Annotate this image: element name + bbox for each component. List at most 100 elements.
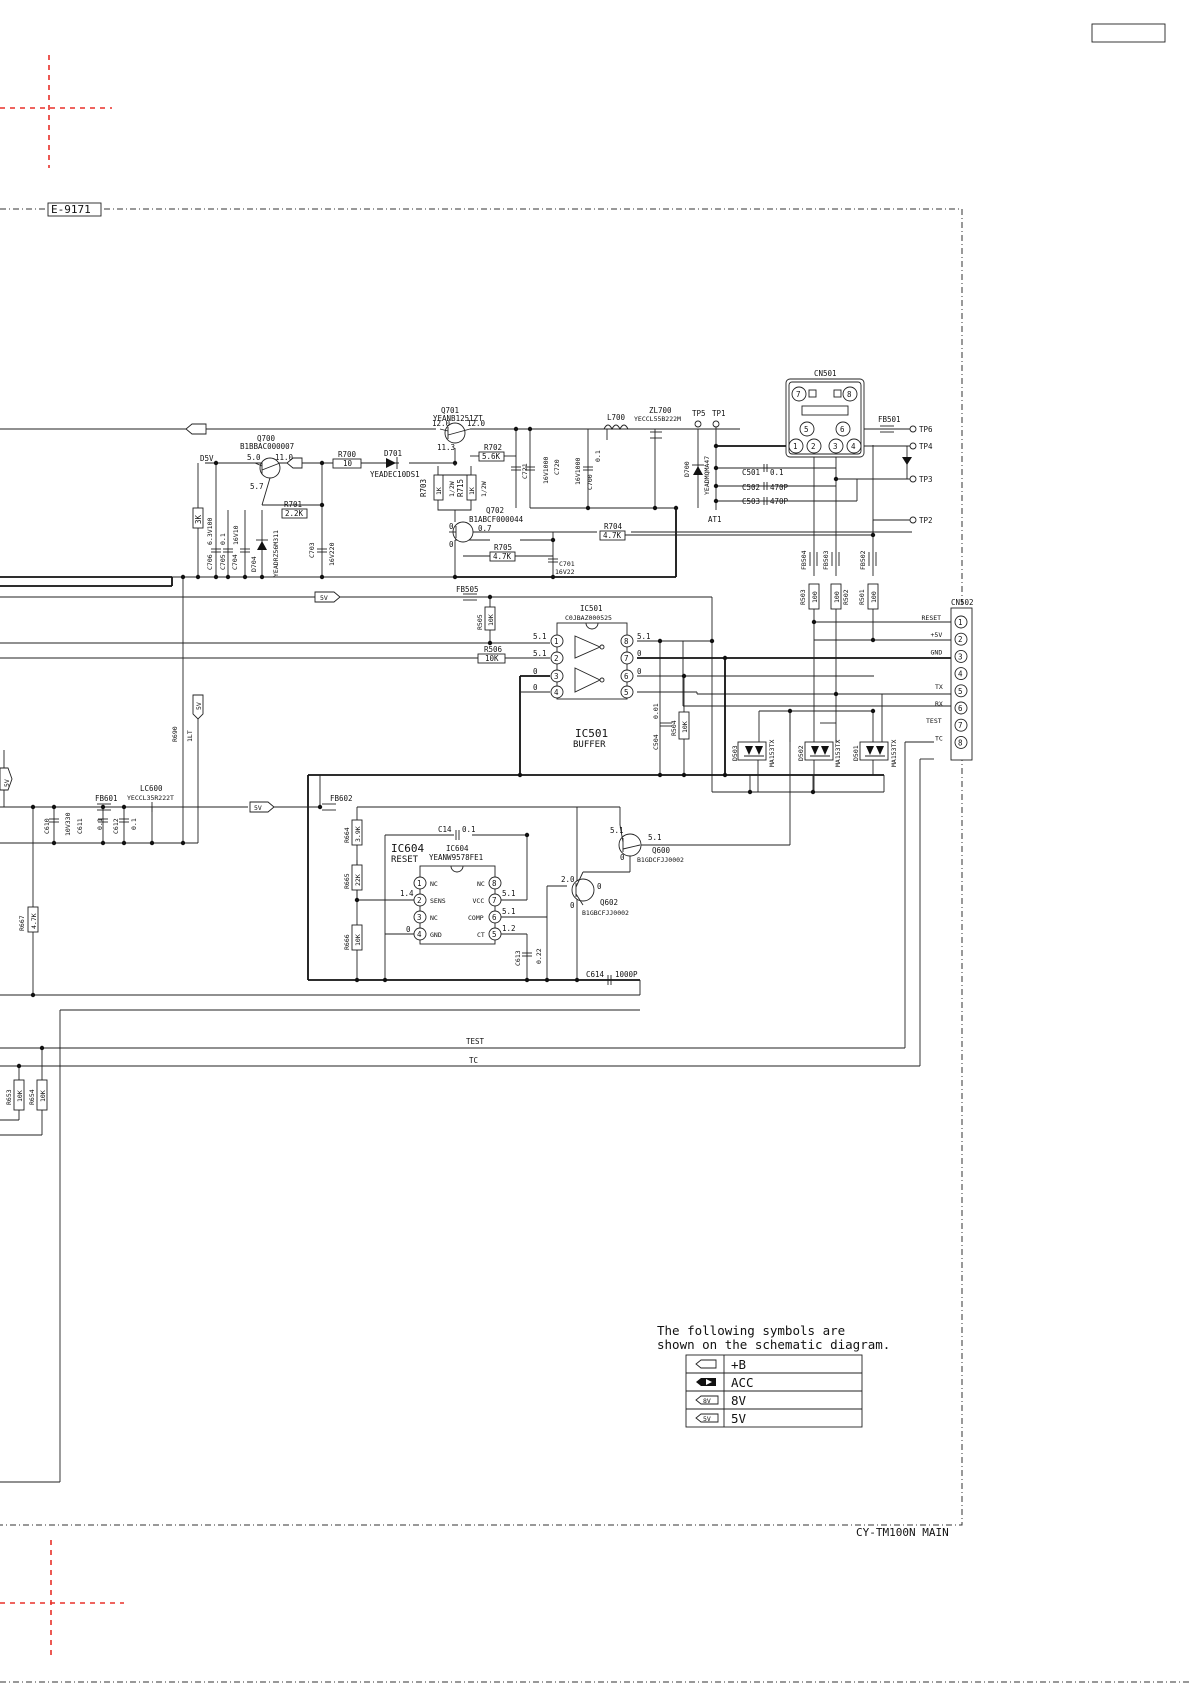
connector-cn501: CN501 7 8 5 6 1 2 3 4 [785,369,865,458]
c611-ref: C611 [76,818,84,834]
q701-vb: 11.3 [437,443,455,452]
cn501-pin-8: 8 [847,390,852,399]
test-point-tp2: TP2 [909,516,933,525]
c612-ref: C612 [112,818,120,834]
c501-val: 0.1 [770,468,784,477]
ic604-pin [488,910,502,924]
capacitor-group-supply: C610 10V330 C611 0.1 C612 0.1 [43,812,138,836]
r700-val: 10 [343,459,353,468]
transistor-q600: 5.1 5.1 0 Q600 B1GDCFJJ0002 [610,824,684,864]
cn501-pin-2: 2 [811,442,816,451]
test-point-tp5: TP5 [692,409,706,428]
5v-arrow-icon: 5V [192,694,204,720]
q701-ve: 12.0 [432,419,451,428]
r705-ref: R705 [494,543,512,552]
c701-val: 16V22 [555,568,575,576]
diode-d704: D704 YEADRZ56M311 [250,530,280,577]
ic604-subtitle: RESET [391,855,419,865]
c720-ref: C720 [553,459,561,475]
ic604-pin [413,876,427,890]
net-tc-label: TC [469,1056,478,1065]
c502-val: 470P [770,483,789,492]
tp3-label: TP3 [919,475,933,484]
ic604-pin-number: 1 [417,879,422,888]
ic501-pin [550,685,564,699]
q702-v2: 0.7 [478,524,492,533]
cn502-pin-number: 6 [958,704,963,713]
test-point-tp6: TP6 [909,425,933,434]
capacitor-group-cn501: C501 0.1 C502 470P C503 470P [742,464,789,506]
ferrite-fb503: FB503 [822,550,840,570]
resistor-r665 [351,864,363,891]
ic501-buffer: IC501 C0JBAZ000525 IC501 BUFFER [556,604,628,750]
fb601-label: FB601 [95,794,118,803]
net-5v-tag-3: 5V [254,804,262,812]
zl700-ref: ZL700 [649,406,672,415]
fb602-label: FB602 [330,794,353,803]
resistor-r503 [808,583,820,610]
r654-val: 10K [39,1090,47,1102]
d5v-net-label: D5V [200,454,214,463]
ic501-pin [620,634,634,648]
cn502-pin [954,718,968,732]
ic604-pin-number: 3 [417,913,422,922]
d701-part: YEADEC10DS1 [370,470,420,479]
d501-ref: D501 [852,745,860,761]
ic501-pin [550,634,564,648]
ferrite-fb501: FB501 [878,415,901,433]
fb505-label: FB505 [456,585,479,594]
fb504-label: FB504 [800,550,808,570]
r701-val: 2.2K [285,509,304,518]
ic604-pin-number: 2 [417,896,422,905]
q700-part: B1BBAC000007 [240,442,294,451]
legend-row-acc: ACC [696,1375,754,1390]
resistor-r690: R690 1LT [171,726,194,742]
ic604-v-comp: 5.1 [502,907,516,916]
fb501-label: FB501 [878,415,901,424]
r3k-val: 3K [194,514,203,524]
legend-row-8v: 8V 8V [695,1393,747,1408]
r665-val: 22K [354,874,362,886]
cn502-pin-number: 5 [958,687,963,696]
footer-title: CY-TM100N MAIN [856,1526,949,1539]
c613-ref: C613 [514,950,522,966]
ic501-ref: IC501 [580,604,603,613]
cn502-signal-label: TEST [926,717,942,725]
lc600-part: YECCL35R222T [127,794,174,802]
resistor-r502 [830,583,842,610]
legend-label-acc: ACC [731,1375,754,1390]
q701-ref: Q701 [441,406,459,415]
legend-row-plus-b: +B [695,1357,746,1372]
cn502-signal-label: RESET [922,614,942,622]
r703-val: 1K [435,487,443,495]
q600-part: B1GDCFJJ0002 [637,856,684,864]
transistor-q702: Q702 B1ABCF000044 0 0.7 0 [449,506,524,549]
cn502-pin [954,632,968,646]
ic501-pin [550,651,564,665]
legend-tag-5v: 5V [703,1415,711,1423]
corner-box [1091,23,1166,43]
ic501-pin [620,669,634,683]
ic604-part: YEANW9578FE1 [429,853,483,862]
ic604-v-vcc: 5.1 [502,889,516,898]
resistor-r653 [13,1079,25,1111]
ic501-pin-number: 3 [554,672,559,681]
ic604-v-ct: 1.2 [502,924,516,933]
ic501-pin [620,651,634,665]
c701-ref: C701 [559,560,575,568]
ic501-pin [620,685,634,699]
d701-ref: D701 [384,449,402,458]
r653-val: 10K [16,1090,24,1102]
ic604-pin-number: 4 [417,930,422,939]
net-5v-tag-1: 5V [320,594,328,602]
c721-val: 16V1000 [542,457,550,484]
ic604-pin-name: COMP [468,914,484,922]
diode-d700: D700 YEADMQMA47 [683,456,711,495]
r704-val: 4.7K [603,531,622,540]
r664-ref: R664 [343,827,351,843]
ic501-pin [550,669,564,683]
sheet-label-box [47,202,102,217]
cn502-pin-number: 8 [958,738,963,747]
l700-ref: L700 [607,413,626,422]
inductor-zl700: ZL700 YECCL55B222M [634,406,681,439]
